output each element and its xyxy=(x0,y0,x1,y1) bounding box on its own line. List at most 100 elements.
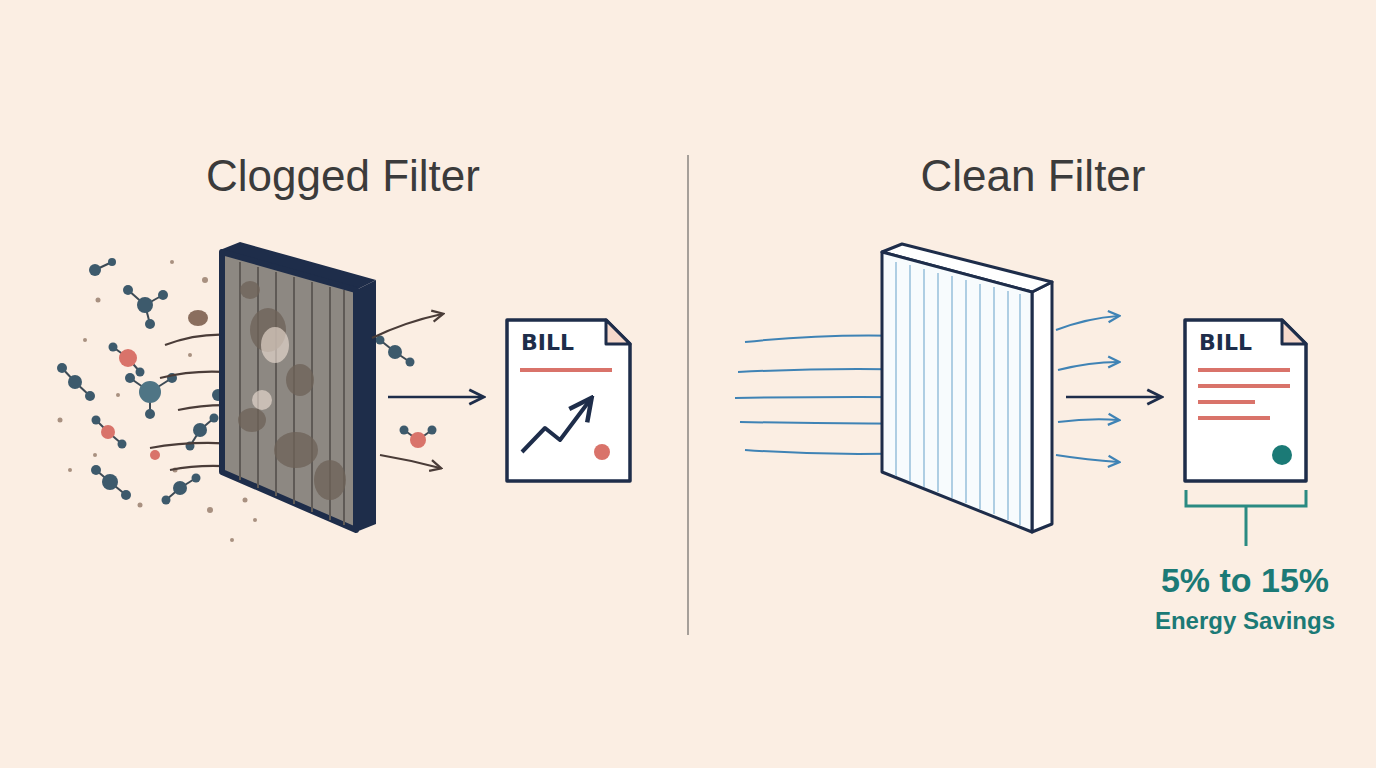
particle-molecule xyxy=(428,426,437,435)
particle-molecule xyxy=(173,481,187,495)
clean-filter xyxy=(979,284,981,509)
bill-document: BILL xyxy=(1183,318,1308,483)
dust-speck xyxy=(243,498,248,503)
airflow-arrow xyxy=(1056,316,1118,462)
particle-molecule xyxy=(121,490,131,500)
clogged-filter xyxy=(238,408,266,432)
particle-molecule xyxy=(109,343,118,352)
divider-line xyxy=(687,155,689,635)
bill-detail xyxy=(522,400,590,452)
bill-outline xyxy=(507,320,630,481)
particle-molecule xyxy=(68,375,82,389)
particle-molecule xyxy=(136,368,145,377)
particle-molecule xyxy=(162,496,171,505)
dust-speck xyxy=(207,507,213,513)
airflow-arrow xyxy=(1056,316,1118,330)
airflow-arrow xyxy=(372,314,442,468)
particle-molecule xyxy=(108,258,116,266)
clogged-filter xyxy=(257,267,259,488)
clean-filter xyxy=(993,287,995,514)
particle-molecule xyxy=(388,345,402,359)
dust-speck xyxy=(138,503,143,508)
bill-document: BILL xyxy=(505,318,632,483)
bill-fold xyxy=(606,320,630,344)
clean-filter xyxy=(909,265,911,481)
particle-molecule xyxy=(145,319,155,329)
clogged-filter xyxy=(220,242,376,532)
airflow-arrow xyxy=(1058,362,1118,370)
particle-molecule xyxy=(92,416,101,425)
clogged-filter xyxy=(275,272,277,496)
particle-molecule xyxy=(188,310,208,326)
panel-heading: Clean Filter xyxy=(783,152,1283,200)
particle-molecule xyxy=(192,474,201,483)
airflow-arrow xyxy=(372,314,442,338)
bill-heading: BILL xyxy=(1199,332,1252,354)
clean-filter xyxy=(937,273,939,492)
clean-filter xyxy=(923,269,925,487)
dust-speck xyxy=(170,260,174,264)
bill-detail xyxy=(520,368,612,372)
particle-molecule xyxy=(210,414,219,423)
airflow-arrow xyxy=(1056,455,1118,462)
dust-speck xyxy=(202,277,208,283)
particle-molecule xyxy=(123,285,133,295)
clogged-filter xyxy=(238,281,346,500)
dust-speck xyxy=(116,393,120,397)
clogged-filter xyxy=(222,252,356,530)
particle-molecule xyxy=(102,474,118,490)
dust-speck xyxy=(188,353,192,357)
particle-molecule xyxy=(376,336,385,345)
particle-molecule xyxy=(139,381,161,403)
clean-filter xyxy=(1032,282,1052,532)
airflow-arrow xyxy=(1058,419,1118,422)
particle-molecule xyxy=(119,349,137,367)
particle-molecule xyxy=(406,358,415,367)
panel-heading: Clogged Filter xyxy=(93,152,593,200)
clogged-filter xyxy=(239,262,241,480)
dust-speck xyxy=(230,538,234,542)
clogged-filter xyxy=(314,460,346,500)
dust-speck xyxy=(253,518,257,522)
bill-detail xyxy=(1272,445,1292,465)
dust-speck xyxy=(96,298,101,303)
clean-filter xyxy=(882,244,1052,532)
dust-speck xyxy=(68,468,72,472)
bill-detail xyxy=(1198,384,1290,388)
clogged-filter xyxy=(286,364,314,396)
bill-detail xyxy=(1198,370,1292,465)
savings-bracket xyxy=(1186,490,1306,546)
particle-molecule xyxy=(89,264,101,276)
particle-molecule xyxy=(400,426,409,435)
result-arrow xyxy=(388,396,482,399)
clogged-filter xyxy=(240,281,260,299)
clogged-filter xyxy=(252,390,272,410)
bill-outline xyxy=(1185,320,1306,481)
clogged-filter xyxy=(252,327,289,410)
savings-callout: Energy Savings xyxy=(1095,608,1376,634)
particle-molecule xyxy=(125,373,135,383)
bill-detail xyxy=(1198,416,1270,420)
particle-molecule xyxy=(137,297,153,313)
clean-filter xyxy=(882,252,1032,532)
particle-molecule xyxy=(145,409,155,419)
particle-molecule xyxy=(193,423,207,437)
bill-detail xyxy=(1198,370,1290,418)
particle-molecule xyxy=(85,391,95,401)
particle-molecule xyxy=(91,465,101,475)
particle-molecule xyxy=(118,440,127,449)
particle-molecule xyxy=(57,363,67,373)
clean-filter xyxy=(1019,294,1021,525)
clean-filter xyxy=(951,276,953,498)
savings-callout: 5% to 15% xyxy=(1095,562,1376,599)
bill-heading: BILL xyxy=(521,332,574,354)
particle-molecule xyxy=(101,425,115,439)
clean-filter xyxy=(965,280,967,503)
clogged-filter xyxy=(261,327,289,363)
bill-fold xyxy=(1282,320,1306,344)
